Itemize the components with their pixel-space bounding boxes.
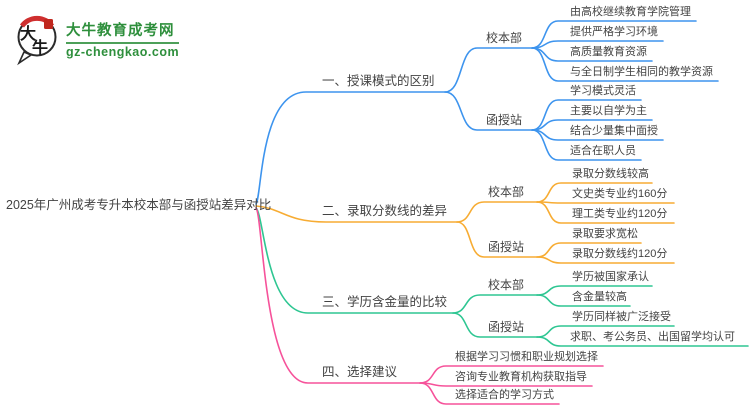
branch2-node: 二、录取分数线的差异 — [322, 204, 448, 218]
leaf-node: 录取分数线约120分 — [572, 248, 668, 260]
root-node: 2025年广州成考专升本校本部与函授站差异对比 — [6, 198, 272, 212]
leaf-node: 学历同样被广泛接受 — [572, 311, 671, 323]
branch1-node: 一、授课模式的区别 — [322, 74, 435, 88]
brand-domain: gz-chengkao.com — [66, 45, 180, 59]
leaf-node: 录取要求宽松 — [572, 228, 638, 240]
leaf-node: 结合少量集中面授 — [570, 125, 658, 137]
leaf-node: 文史类专业约160分 — [572, 188, 668, 200]
leaf-node: 主要以自学为主 — [570, 105, 647, 117]
leaf-node: 提供严格学习环境 — [570, 26, 658, 38]
leaf-node: 学习模式灵活 — [570, 85, 636, 97]
branch4-links — [255, 207, 604, 405]
branch2-child2-node: 函授站 — [488, 240, 525, 254]
leaf-node: 由高校继续教育学院管理 — [570, 6, 691, 18]
leaf-node: 咨询专业教育机构获取指导 — [455, 371, 587, 383]
brand-name: 大牛教育成考网 — [66, 23, 175, 39]
leaf-node: 高质量教育资源 — [570, 46, 647, 58]
leaf-node: 与全日制学生相同的教学资源 — [570, 66, 713, 78]
leaf-node: 根据学习习惯和职业规划选择 — [455, 351, 598, 363]
leaf-node: 学历被国家承认 — [572, 271, 649, 283]
branch3-links — [255, 207, 749, 347]
branch3-child1-node: 校本部 — [488, 278, 525, 292]
leaf-node: 录取分数线较高 — [572, 168, 649, 180]
branch1-links — [255, 20, 719, 205]
site-logo[interactable]: 大 牛 大牛教育成考网 gz-chengkao.com — [14, 12, 180, 66]
logo-bubble-tail — [17, 50, 33, 66]
branch4-node: 四、选择建议 — [322, 365, 398, 379]
branch2-child1-node: 校本部 — [488, 185, 525, 199]
branch3-child2-node: 函授站 — [488, 320, 525, 334]
leaf-node: 理工类专业约120分 — [572, 208, 668, 220]
logo-divider — [66, 42, 180, 44]
logo-text: 大牛教育成考网 gz-chengkao.com — [66, 19, 180, 59]
branch2-links — [255, 182, 675, 264]
leaf-node: 适合在职人员 — [570, 145, 636, 157]
logo-char-2: 牛 — [32, 38, 48, 57]
logo-char-1: 大 — [20, 24, 36, 43]
leaf-node: 含金量较高 — [572, 291, 627, 303]
logo-mark: 大 牛 — [17, 15, 57, 66]
branch1-child1-node: 校本部 — [486, 31, 523, 45]
branch3-node: 三、学历含金量的比较 — [322, 295, 448, 309]
branch1-child2-node: 函授站 — [486, 113, 523, 127]
leaf-node: 选择适合的学习方式 — [455, 389, 554, 401]
logo-seal — [44, 19, 53, 29]
leaf-node: 求职、考公务员、出国留学均认可 — [570, 331, 735, 343]
